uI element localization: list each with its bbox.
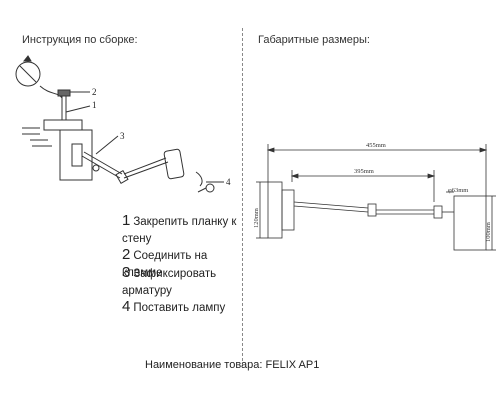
shade-height-label: 100mm (485, 222, 492, 242)
shade-outline (453, 195, 487, 251)
step-text: Закрепить планку к стену (122, 216, 237, 245)
product-name: Наименование товара: FELIX AP1 (145, 359, 320, 371)
dimensions-heading: Габаритные размеры: (258, 34, 370, 46)
dimensions-drawing: 455mm 395mm φ63mm 120mm 100mm (253, 142, 496, 251)
wall-plate-height-label: 120mm (253, 208, 260, 228)
power-off-icon (15, 61, 41, 87)
wall-plate-outline (267, 181, 283, 239)
step-text: Соединить на клемме (122, 250, 208, 279)
lamp-arm-lower (81, 155, 121, 179)
arm-length-label: 395mm (354, 168, 374, 175)
step-number: 1 (122, 212, 131, 229)
total-length-label: 455mm (366, 142, 386, 149)
arm-outline (293, 201, 369, 209)
step-text: Поставить лампу (133, 302, 226, 314)
bulb-icon (205, 183, 215, 193)
terminal-block (57, 89, 71, 97)
callout-1: 1 (92, 100, 97, 110)
step-number: 4 (122, 298, 131, 315)
callout-3: 3 (120, 131, 125, 141)
warning-icon (22, 55, 32, 62)
step-number: 2 (122, 246, 131, 263)
arm-joint (115, 169, 129, 185)
lamp-arm-upper (123, 157, 167, 175)
callout-4: 4 (226, 177, 231, 187)
assembly-instructions-heading: Инструкция по сборке: (22, 34, 138, 46)
callout-2: 2 (92, 87, 97, 97)
assembly-diagram: 2 1 3 4 (15, 55, 231, 193)
step-text: Зафиксировать арматуру (122, 268, 217, 297)
lamp-shade (163, 148, 185, 180)
mounting-plate (43, 119, 83, 131)
wall-bracket (59, 129, 93, 181)
step-number: 3 (122, 264, 131, 281)
section-divider (242, 28, 243, 366)
shade-diameter-label: φ63mm (448, 187, 468, 194)
